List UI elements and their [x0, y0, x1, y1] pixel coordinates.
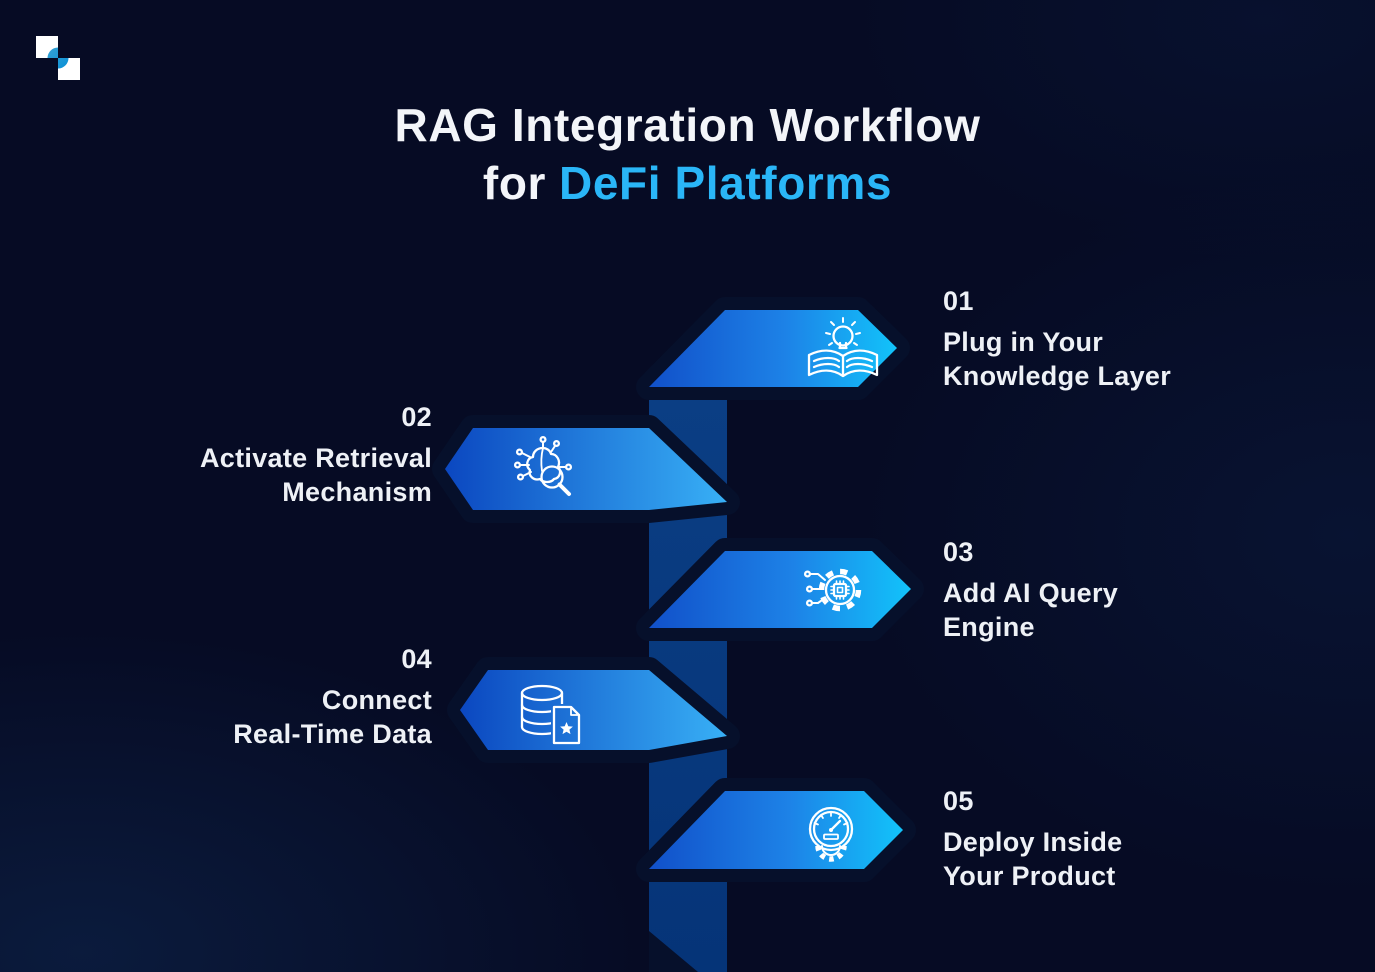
title-line-1: RAG Integration Workflow	[394, 99, 981, 151]
step-label-line: Plug in Your	[943, 327, 1104, 357]
step-label-line: Deploy Inside	[943, 827, 1123, 857]
step-label-line: Real-Time Data	[233, 719, 432, 749]
step-text-3: 03 Add AI Query Engine	[943, 535, 1118, 644]
brand-logo	[36, 36, 80, 80]
gear-chip-icon	[803, 568, 862, 612]
gauge-gear-icon	[808, 806, 854, 862]
step-number: 01	[943, 286, 974, 316]
step-label-line: Your Product	[943, 861, 1116, 891]
step-number: 03	[943, 537, 974, 567]
step-number: 05	[943, 786, 974, 816]
step-text-5: 05 Deploy Inside Your Product	[943, 784, 1122, 893]
step-text-4: 04 Connect Real-Time Data	[233, 642, 432, 751]
step-label-line: Engine	[943, 612, 1035, 642]
step-number: 02	[401, 402, 432, 432]
step-banner-2	[445, 428, 727, 510]
brain-search-icon	[513, 435, 573, 496]
step-label-line: Mechanism	[282, 477, 432, 507]
title-line-2-prefix: for	[482, 157, 547, 209]
step-label-line: Knowledge Layer	[943, 361, 1172, 391]
step-text-2: 02 Activate Retrieval Mechanism	[200, 400, 432, 509]
database-document-icon	[520, 684, 581, 745]
step-banner-4	[460, 670, 727, 750]
step-label-line: Activate Retrieval	[199, 443, 432, 473]
step-label-line: Connect	[321, 685, 432, 715]
book-lightbulb-icon	[807, 317, 879, 378]
title-line-2-accent: DeFi Platforms	[559, 157, 893, 209]
step-number: 04	[401, 644, 432, 674]
spine-bottom-fold	[649, 931, 698, 972]
step-label-line: Add AI Query	[943, 578, 1119, 608]
step-text-1: 01 Plug in Your Knowledge Layer	[943, 284, 1171, 393]
